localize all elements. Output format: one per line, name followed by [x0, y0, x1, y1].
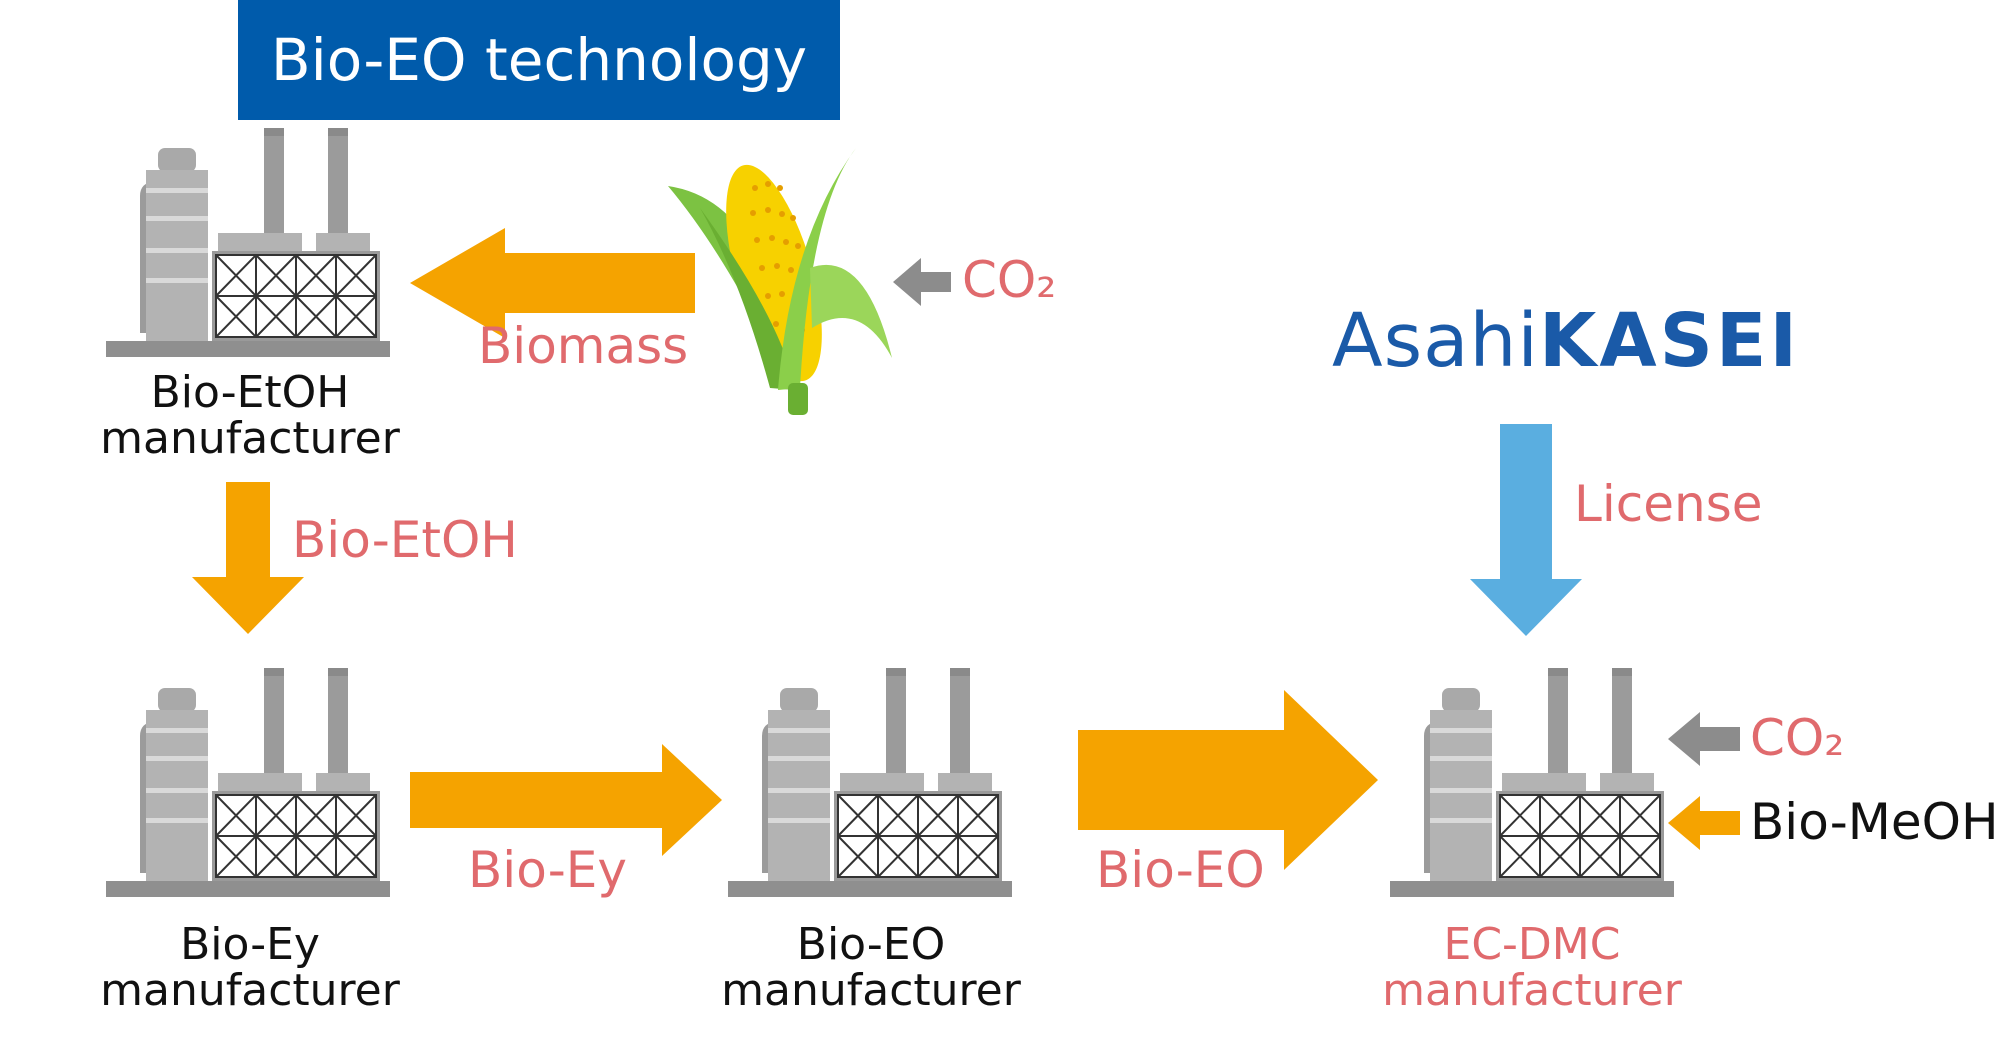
arrow-icon [192, 482, 304, 634]
diagram-title: Bio-EO technology [238, 0, 840, 120]
flow-label-co2-corn: CO₂ [962, 251, 1057, 309]
factory-icon [728, 668, 1012, 898]
arrow-icon [1668, 712, 1740, 766]
arrow-icon [410, 228, 695, 338]
arrow-icon [1470, 424, 1582, 636]
factory-icon [106, 668, 390, 898]
arrow-icon [410, 744, 722, 856]
arrow-icon [1078, 690, 1378, 870]
flow-label-bio-meoh: Bio-MeOH [1750, 793, 1999, 851]
flow-label-bio-eo: Bio-EO [1096, 841, 1265, 899]
flow-label-bio-ey: Bio-Ey [468, 841, 627, 899]
arrow-icon [893, 258, 951, 306]
flow-label-biomass: Biomass [478, 317, 689, 375]
corn-icon [668, 148, 892, 415]
asahi-kasei-logo: AsahiKASEI [1332, 298, 1800, 384]
factory-icon [1390, 668, 1674, 898]
arrow-icon [1668, 796, 1740, 850]
flow-label-bio-etoh: Bio-EtOH [292, 511, 518, 569]
flow-label-license: License [1574, 475, 1763, 533]
flow-label-co2-ecdmc: CO₂ [1750, 709, 1845, 767]
factory-icon [106, 128, 390, 358]
